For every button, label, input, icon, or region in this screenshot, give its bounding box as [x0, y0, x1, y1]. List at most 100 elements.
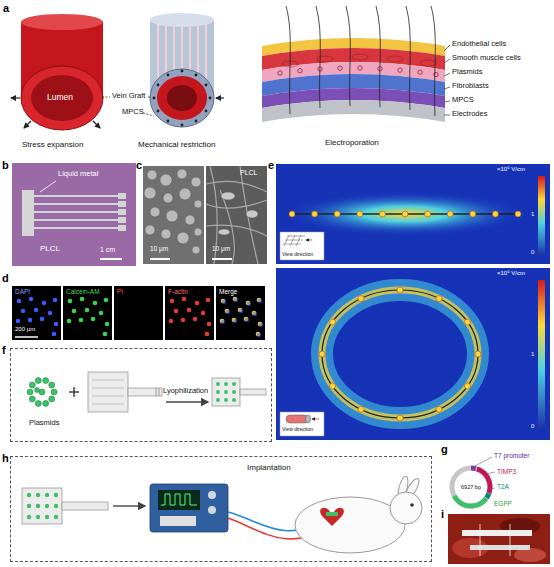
colorbar-tick: 1 — [531, 351, 534, 358]
mpcs-sleeve-tube — [153, 97, 156, 100]
loaded-device — [224, 382, 228, 386]
leader-line — [475, 457, 492, 466]
process-arrow — [113, 505, 145, 506]
fluorescence-image — [216, 286, 265, 340]
electrode-device — [128, 388, 162, 396]
tissue-layers — [418, 70, 422, 74]
fluorescence-image — [165, 286, 214, 340]
gene-label: EGFP — [494, 500, 512, 507]
layer-label: Electrodes — [452, 110, 487, 119]
loaded-device — [27, 493, 31, 497]
field-simulation — [358, 406, 364, 412]
plasmid-map-ring — [444, 460, 497, 513]
field-simulation — [284, 235, 289, 246]
sem-image — [206, 200, 267, 208]
restriction-arrow — [216, 97, 224, 98]
expansion-arrow — [11, 98, 100, 128]
device-photo — [22, 190, 34, 236]
field-simulation — [322, 290, 478, 418]
field-simulation — [492, 211, 498, 217]
plasmid-cluster — [27, 389, 33, 395]
dashed-panel-box: PlasmidsLyophilization — [10, 348, 272, 442]
device-photo — [34, 227, 118, 229]
field-simulation — [425, 211, 431, 217]
expansion-arrow — [24, 121, 31, 128]
panel-letter: e — [268, 159, 274, 172]
field-simulation — [465, 383, 471, 389]
field-simulation — [538, 176, 545, 256]
node-text: 6927 bp — [461, 484, 481, 490]
loaded-device — [36, 515, 40, 519]
sem-image — [161, 229, 171, 239]
part-label: Vein Graft — [112, 92, 145, 101]
electrode-device — [156, 388, 159, 396]
tissue-layers — [358, 66, 362, 70]
fluorescence-image — [15, 336, 38, 338]
field-simulation — [436, 296, 442, 302]
surgery-photo — [480, 524, 510, 556]
plus-sign — [73, 387, 74, 397]
sem-image — [145, 225, 155, 235]
colorbar-tick: 1 — [531, 211, 534, 218]
fluorescence-image — [114, 286, 163, 340]
scale-label: 10 μm — [150, 245, 168, 252]
part-label: Liquid metal — [58, 170, 98, 179]
field-simulation — [276, 268, 550, 440]
part-label: PLCL — [40, 244, 60, 253]
loaded-device — [232, 390, 236, 394]
electrode-wire — [376, 6, 380, 107]
fluorescence-image — [67, 297, 110, 337]
electrode-wire — [316, 6, 320, 108]
restriction-arrow — [216, 97, 224, 98]
device-photo — [118, 225, 126, 231]
sem-image — [177, 169, 187, 179]
scale-label: 200 μm — [15, 326, 35, 333]
field-simulation — [447, 211, 453, 217]
pulse-generator — [161, 494, 197, 505]
loaded-device — [232, 398, 236, 402]
loaded-device — [45, 493, 49, 497]
leader-line — [490, 488, 495, 489]
gene-label: TIMP3 — [497, 468, 516, 475]
field-simulation — [322, 290, 478, 418]
pulse-generator — [208, 491, 216, 499]
tissue-layers — [317, 56, 333, 62]
loaded-device — [240, 389, 266, 395]
mpcs-sleeve-tube — [195, 120, 198, 123]
panel-caption: Electroporation — [325, 138, 379, 147]
device-photo — [100, 258, 122, 260]
leader-line — [444, 87, 450, 89]
mpcs-sleeve-tube — [209, 97, 212, 100]
rabbit — [410, 503, 414, 507]
loaded-device — [216, 398, 220, 402]
field-simulation — [397, 287, 403, 293]
electrode-device — [92, 396, 124, 397]
panel-letter: b — [2, 159, 9, 172]
panel-letter: f — [2, 344, 6, 357]
mpcs-sleeve-tube — [167, 74, 170, 77]
leader-line — [444, 73, 450, 76]
device-photo — [40, 181, 56, 192]
device-photo — [118, 201, 126, 207]
part-label: Lumen — [47, 93, 73, 103]
field-simulation — [330, 319, 336, 325]
plasmid-cluster — [39, 389, 45, 395]
rabbit — [320, 508, 344, 526]
device-photo — [34, 219, 118, 221]
device-photo — [34, 195, 118, 197]
loaded-device — [216, 382, 220, 386]
sem-image — [160, 174, 172, 186]
device-photo — [34, 196, 118, 228]
device-photo — [118, 193, 126, 199]
field-simulation — [276, 164, 550, 440]
field-simulation — [285, 240, 303, 241]
field-simulation — [397, 415, 403, 421]
vein-graft-tube — [21, 66, 103, 130]
sem-image — [246, 210, 258, 218]
pulse-generator — [158, 490, 200, 510]
node-text: Plasmids — [29, 419, 59, 428]
plasmid-cluster — [35, 378, 41, 384]
fluorescence-image — [221, 298, 264, 338]
device-photo — [12, 163, 136, 266]
colorbar-tick: 0 — [531, 249, 534, 256]
